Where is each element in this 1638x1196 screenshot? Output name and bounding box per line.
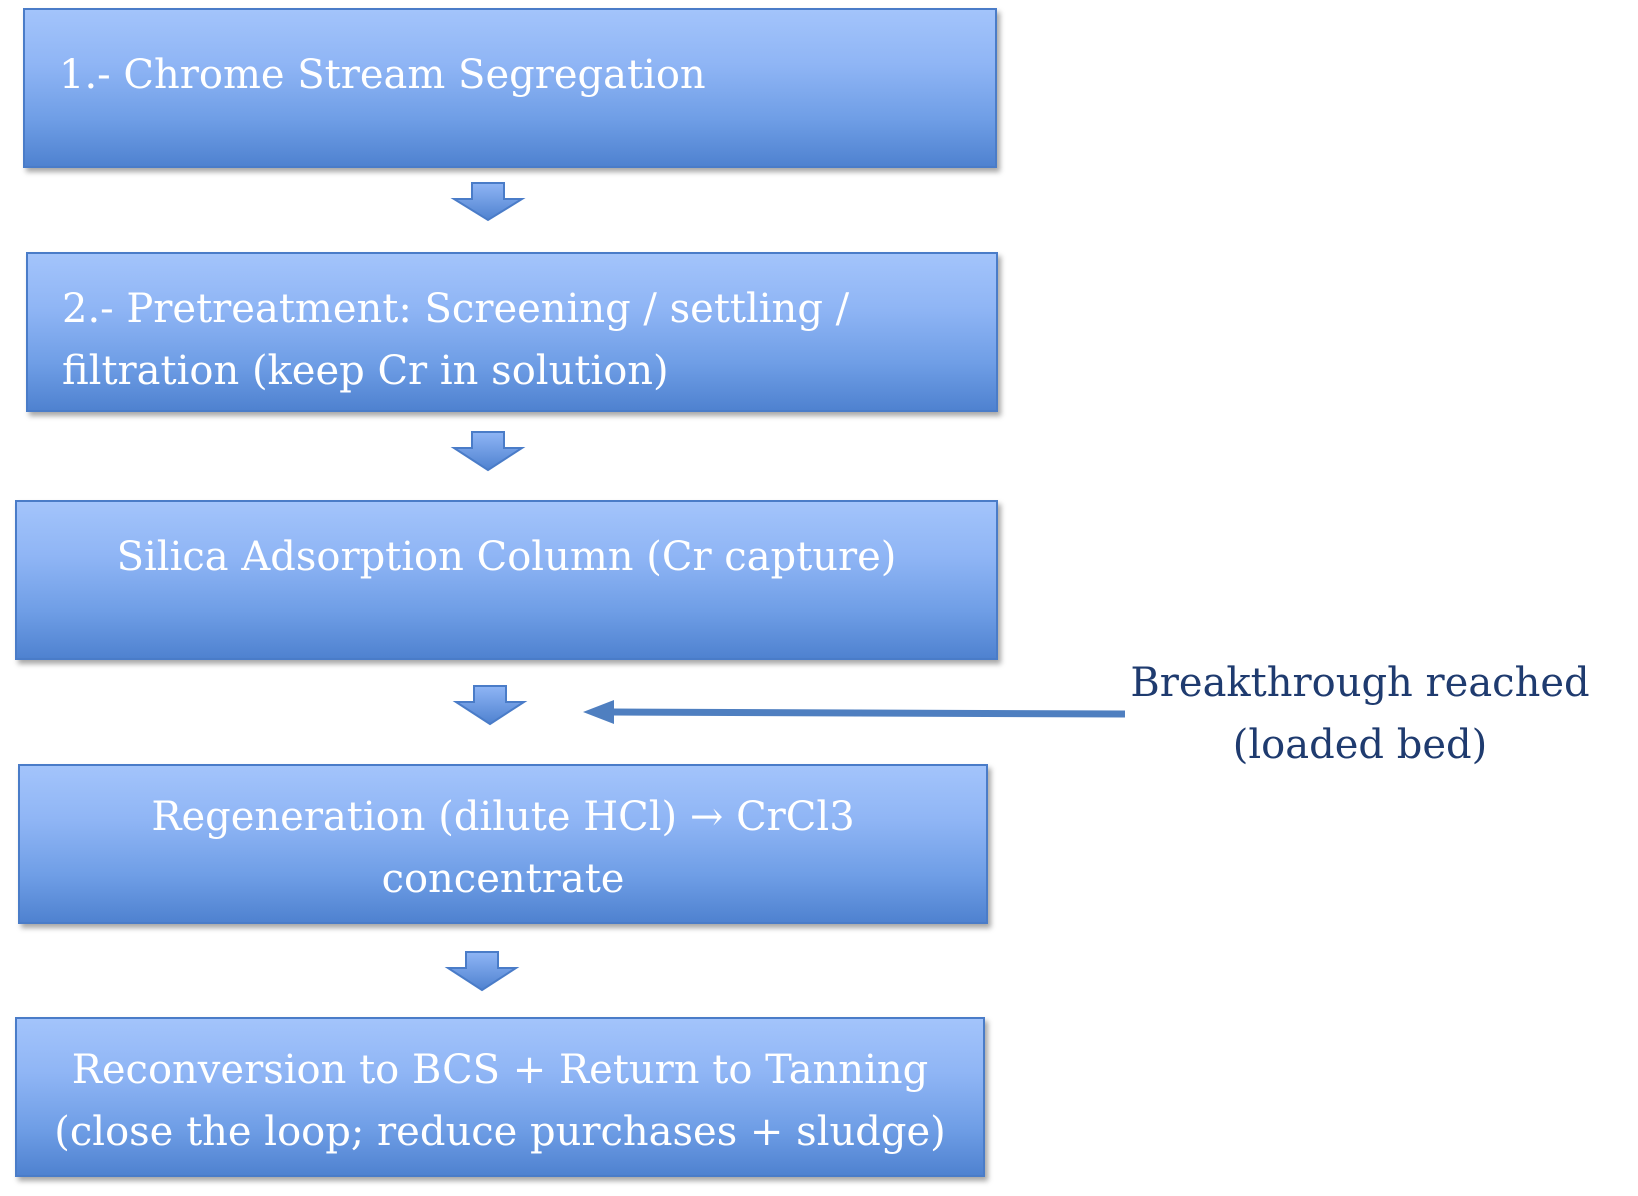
step-label: Regeneration (dilute HCl) → CrCl3 concen… [151,794,855,902]
step-label: Reconversion to BCS + Return to Tanning … [54,1047,946,1155]
step-label: 2.- Pretreatment: Screening / settling /… [62,286,850,394]
step-silica-adsorption-column: Silica Adsorption Column (Cr capture) [15,500,998,660]
step-label: 1.- Chrome Stream Segregation [59,52,706,98]
down-arrow-3 [452,685,528,726]
step-regeneration: Regeneration (dilute HCl) → CrCl3 concen… [18,764,988,924]
breakthrough-note: Breakthrough reached (loaded bed) [1130,660,1590,768]
breakthrough-arrow-line [611,708,1126,718]
step-pretreatment: 2.- Pretreatment: Screening / settling /… [26,252,998,412]
step-chrome-stream-segregation: 1.- Chrome Stream Segregation [23,8,997,168]
step-reconversion-return: Reconversion to BCS + Return to Tanning … [15,1017,985,1177]
step-label: Silica Adsorption Column (Cr capture) [116,534,897,580]
down-arrow-2 [450,431,526,472]
breakthrough-arrow-head [583,700,614,724]
down-arrow-1 [450,182,526,222]
down-arrow-4 [444,951,520,992]
